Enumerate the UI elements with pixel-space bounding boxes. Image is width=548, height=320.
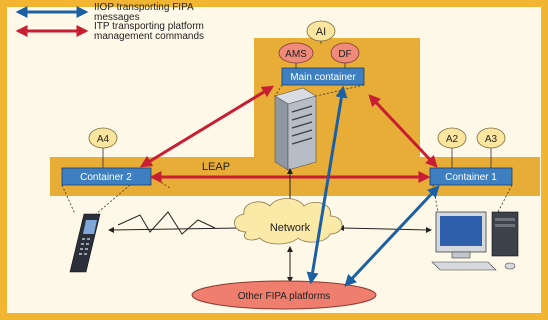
agent-df-label: DF <box>338 49 351 60</box>
network-label: Network <box>270 222 311 234</box>
server-icon <box>274 87 317 171</box>
other-fipa-platforms-label: Other FIPA platforms <box>238 291 331 302</box>
iiop-arrows <box>306 85 440 287</box>
legend-itp-label-line2: management commands <box>94 31 204 42</box>
mobile-phone-icon <box>69 213 101 273</box>
legend-itp-label-line1: ITP transporting platform <box>94 21 204 32</box>
main-container[interactable] <box>281 67 365 86</box>
agent-ai-label: AI <box>316 26 326 38</box>
wireless-link <box>117 211 216 235</box>
desktop-computer-icon <box>431 211 519 271</box>
iiop-arrow-c1-other <box>344 185 440 287</box>
container-2-label: Container 2 <box>80 172 132 183</box>
legend-iiop-label-line2: messages <box>94 12 140 23</box>
agent-a2-label: A2 <box>446 134 459 145</box>
agent-a4-label: A4 <box>97 134 110 145</box>
leap-label: LEAP <box>202 161 230 173</box>
agent-a3-label: A3 <box>485 134 498 145</box>
container-1-label: Container 1 <box>445 172 497 183</box>
iiop-arrow-main-other <box>306 85 348 285</box>
agent-ai[interactable] <box>306 20 336 42</box>
agent-a4[interactable] <box>88 127 118 149</box>
agent-ams-label: AMS <box>285 49 307 60</box>
main-container-label: Main container <box>290 72 356 83</box>
itp-arrow-main-c2 <box>139 85 275 168</box>
agent-a2[interactable] <box>437 127 467 149</box>
itp-arrow-main-c1 <box>368 94 438 168</box>
agent-ams[interactable] <box>278 42 314 64</box>
agent-connectors <box>102 40 492 170</box>
agent-a3[interactable] <box>476 127 506 149</box>
agent-df[interactable] <box>330 42 360 64</box>
legend-iiop-label-line1: IIOP transporting FIPA <box>94 2 194 13</box>
legend: IIOP transporting FIPA messages ITP tran… <box>15 2 204 42</box>
other-fipa-platforms[interactable] <box>191 280 377 310</box>
